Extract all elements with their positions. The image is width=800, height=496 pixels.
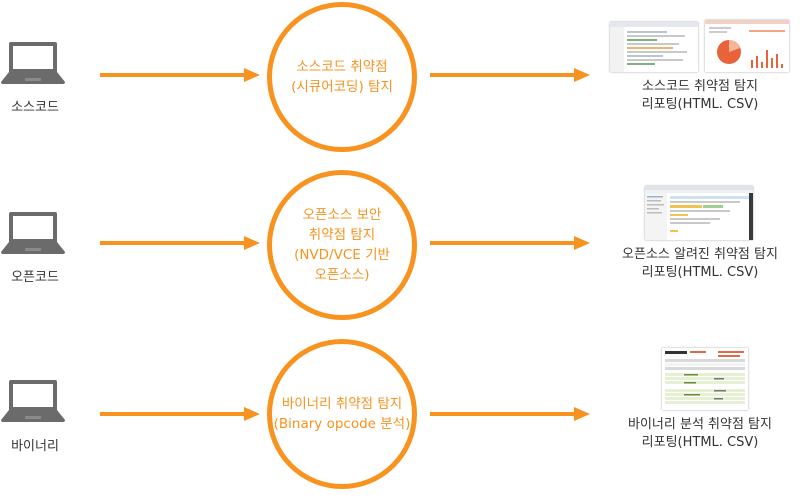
laptop-icon xyxy=(1,212,65,254)
report-screenshot-thumbnail xyxy=(645,186,753,240)
arrow-right-icon xyxy=(430,236,590,250)
report-screenshot-thumbnail xyxy=(705,20,789,72)
report-label-line: 리포팅(HTML. CSV) xyxy=(641,97,759,112)
circle-text-line: (시큐어코딩) 탐지 xyxy=(291,79,393,95)
circle-text-line: (Binary opcode 분석) xyxy=(273,416,411,432)
scan-step-circle: 오픈소스 보안 취약점 탐지 (NVD/VCE 기반 오픈소스) xyxy=(267,170,417,320)
report-label: 소스코드 취약점 탐지 리포팅(HTML. CSV) xyxy=(600,78,800,114)
report-label-line: 바이너리 분석 취약점 탐지 xyxy=(628,417,772,432)
laptop-icon xyxy=(1,42,65,84)
circle-text-line: 취약점 탐지 xyxy=(308,227,376,243)
report-label-line: 오픈소스 알려진 취약점 탐지 xyxy=(622,247,778,262)
report-label-line: 리포팅(HTML. CSV) xyxy=(641,265,759,280)
report-label: 오픈소스 알려진 취약점 탐지 리포팅(HTML. CSV) xyxy=(600,246,800,282)
report-label-line: 소스코드 취약점 탐지 xyxy=(642,79,758,94)
arrow-right-icon xyxy=(100,407,260,421)
report-screenshot-thumbnail xyxy=(662,348,748,410)
report-screenshot-thumbnail xyxy=(610,22,698,72)
circle-text-line: 바이너리 취약점 탐지 xyxy=(281,396,403,412)
arrow-right-icon xyxy=(100,68,260,82)
report-label-line: 리포팅(HTML. CSV) xyxy=(641,435,759,450)
scan-step-circle: 바이너리 취약점 탐지 (Binary opcode 분석) xyxy=(267,339,417,489)
arrow-right-icon xyxy=(430,407,590,421)
circle-text-line: (NVD/VCE 기반 xyxy=(294,247,390,263)
circle-text-line: 소스코드 취약점 xyxy=(296,59,388,75)
report-label: 바이너리 분석 취약점 탐지 리포팅(HTML. CSV) xyxy=(600,416,800,452)
source-label: 오픈코드 xyxy=(11,270,59,285)
source-label: 바이너리 xyxy=(11,439,59,454)
laptop-icon xyxy=(1,380,65,422)
circle-text-line: 오픈소스) xyxy=(314,267,370,283)
arrow-right-icon xyxy=(100,236,260,250)
scan-step-circle: 소스코드 취약점 (시큐어코딩) 탐지 xyxy=(267,2,417,152)
flow-row-open-source: 오픈코드 오픈소스 보안 취약점 탐지 (NVD/VCE 기반 오픈소스) xyxy=(0,170,800,330)
flow-row-binary: 바이너리 바이너리 취약점 탐지 (Binary opcode 분석) xyxy=(0,336,800,496)
flow-row-source-code: 소스코드 소스코드 취약점 (시큐어코딩) 탐지 xyxy=(0,0,800,160)
circle-text-line: 오픈소스 보안 xyxy=(302,207,382,223)
source-label: 소스코드 xyxy=(11,100,59,115)
arrow-right-icon xyxy=(430,68,590,82)
